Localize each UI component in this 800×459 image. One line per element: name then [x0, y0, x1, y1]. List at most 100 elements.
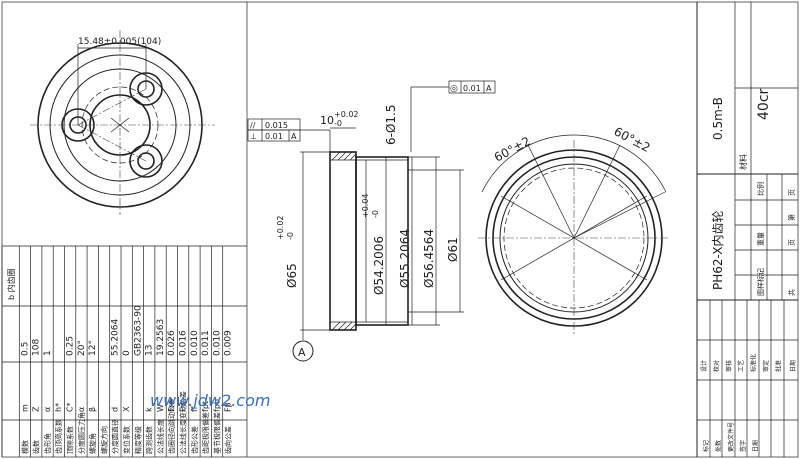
weight-label: 重量 — [757, 232, 765, 246]
param-name: 齿形角 — [43, 433, 52, 454]
param-name: 螺旋方向 — [99, 426, 108, 454]
sheet-num: 第 — [787, 214, 796, 221]
param-name: 变位系数 — [122, 426, 131, 454]
param-name: 公法线长度变动公差 — [179, 391, 188, 454]
param-value: 0.026 — [167, 330, 177, 356]
param-name: 分度圆直径 — [111, 419, 120, 454]
flatness-value: 0.015 — [265, 121, 288, 130]
sign-row-label: 工艺 — [737, 360, 745, 372]
module-text: 0.5m-B — [711, 97, 725, 140]
title-row-label: 更改文件号 — [727, 422, 735, 452]
title-row-label: 日期 — [752, 440, 760, 452]
angle-left: 60°±2 — [492, 134, 533, 165]
title-row-label: 处数 — [714, 440, 722, 452]
param-symbol: β — [88, 407, 97, 412]
od-dim: Ø65 — [285, 263, 299, 288]
param-name: 模数 — [20, 440, 29, 454]
front-view: 60°±2 60°±2 — [478, 124, 670, 336]
sign-row-label: 设计 — [700, 360, 708, 372]
param-value: 13 — [145, 345, 155, 356]
od-tol-upper: +0.02 — [276, 215, 285, 240]
concentricity-datum: A — [486, 84, 492, 93]
concentricity-value: 0.01 — [463, 84, 481, 93]
bore-tol-lower: -0 — [371, 210, 380, 218]
part-name: PH62-X内齿轮 — [711, 211, 725, 290]
param-value: 0.009 — [224, 330, 234, 356]
width-tol-lower: -0 — [334, 119, 342, 128]
bore-tol-upper: +0.04 — [361, 193, 370, 218]
param-symbol: fpt — [201, 401, 210, 412]
param-symbol: α — [77, 407, 86, 412]
bore-dim: Ø54.2006 — [372, 236, 386, 295]
datum-label: A — [298, 346, 306, 359]
pitch-dim: Ø55.2064 — [398, 229, 412, 288]
param-value: 0.25 — [66, 336, 76, 356]
width-dim: 10 — [320, 114, 334, 127]
top-view: 15.48±0.005(104) — [30, 30, 215, 215]
param-value: 0.016 — [179, 330, 189, 356]
param-symbol: Fr — [167, 404, 176, 412]
hatch-bottom — [331, 321, 357, 331]
sign-row-label: 批准 — [774, 360, 782, 372]
top-view-dimension: 15.48±0.005(104) — [78, 37, 161, 47]
param-symbol: fpb — [212, 399, 221, 412]
param-value: 55.2064 — [111, 319, 121, 356]
param-symbol: h* — [54, 403, 63, 412]
od-tol-lower: -0 — [286, 232, 295, 240]
param-value: 0.010 — [212, 330, 222, 356]
stage-marks: 图样标记 — [756, 268, 765, 296]
param-symbol: Z — [32, 406, 41, 412]
param-name: 顶隙系数 — [66, 426, 75, 454]
perp-value: 0.01 — [265, 132, 283, 141]
param-value: 1 — [43, 350, 53, 356]
material-label: 材料 — [738, 154, 748, 170]
param-value: GB2363-90 — [133, 305, 143, 356]
sign-row-label: 标准化 — [750, 354, 758, 372]
param-name: 精度等级 — [133, 426, 142, 454]
params-header: b 内齿圈 — [6, 268, 16, 300]
chamfer-dim: 6-Ø1.5 — [384, 105, 398, 146]
sheet-unit-2: 页 — [788, 189, 796, 196]
param-value: 20° — [77, 340, 87, 356]
title-block-rows: 标记处数更改文件号签字日期设计校对审核工艺标准化审定批准日期 — [700, 354, 797, 452]
param-name: 基节极限偏差 — [212, 412, 221, 454]
param-value: 0 — [122, 350, 132, 356]
params-table — [2, 245, 247, 421]
param-name: 齿向公差 — [224, 426, 233, 454]
param-name: 齿形公差 — [190, 426, 199, 454]
watermark: www.jdw2.com — [150, 391, 270, 410]
param-name: 齿顶高系数 — [54, 419, 63, 454]
sign-row-label: 校对 — [712, 360, 720, 372]
hatch-top — [331, 151, 357, 161]
param-value: 19.2563 — [156, 319, 166, 356]
param-name: 齿圈径向跳动公差 — [167, 398, 176, 454]
title-block: 0.5m-B 40cr 材料 PH62-X内齿轮 图样标记 重量 比例 共 页 … — [696, 2, 798, 457]
param-value: 108 — [32, 339, 42, 356]
param-symbol: k — [145, 407, 154, 412]
param-symbol: W — [156, 404, 165, 412]
section-view: // 0.015 ⊥ 0.01 A 10 +0.02 -0 6-Ø1.5 ◎ 0… — [247, 80, 496, 362]
tip-dim: Ø56.4564 — [422, 229, 436, 288]
sign-row-label: 审核 — [725, 360, 733, 372]
param-name: 齿距极限偏差 — [201, 412, 210, 454]
param-name: 齿数 — [32, 440, 41, 454]
width-tol-upper: +0.02 — [334, 110, 359, 119]
sheet-of: 共 — [787, 289, 796, 296]
params-columns: b 内齿圈模数m0.5齿数Z108齿形角α1齿顶高系数h*顶隙系数C*0.25分… — [1, 246, 234, 457]
param-symbol: ff — [190, 406, 199, 412]
param-value: 0.010 — [190, 330, 200, 356]
param-value: 0.5 — [20, 342, 30, 356]
param-symbol: d — [111, 407, 120, 412]
param-name: 公法线长度 — [156, 419, 165, 454]
title-row-label: 标记 — [702, 440, 710, 452]
param-symbol: C* — [66, 402, 75, 412]
param-symbol: X — [122, 406, 131, 412]
sign-row-label: 审定 — [762, 360, 770, 372]
param-symbol: Fw — [179, 400, 188, 412]
param-name: 跨测齿数 — [145, 426, 154, 454]
perp-datum: A — [291, 132, 297, 141]
param-value: 0.011 — [201, 330, 211, 356]
param-value: 12° — [88, 340, 98, 356]
